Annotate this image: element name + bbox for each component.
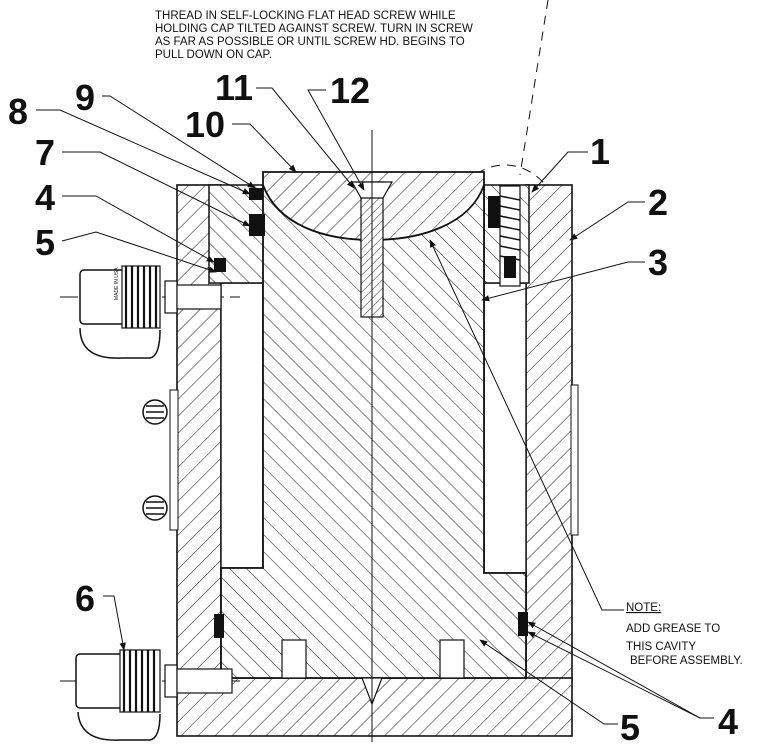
valve-assembly <box>499 185 521 287</box>
callout-5-bottom: 5 <box>620 707 640 742</box>
top-coupler: MADE IN USA <box>60 265 240 359</box>
note-line-1: ADD GREASE TO <box>626 623 720 635</box>
instruction-line-3: AS FAR AS POSSIBLE OR UNTIL SCREW HD. BE… <box>155 36 465 48</box>
callout-6: 6 <box>75 578 95 619</box>
instruction-line-4: PULL DOWN ON CAP. <box>155 49 272 61</box>
callout-5-left: 5 <box>35 222 55 263</box>
handle-bolts <box>142 399 168 521</box>
callout-4-right: 4 <box>718 701 738 742</box>
callout-8: 8 <box>8 91 28 132</box>
instruction-line-1: THREAD IN SELF-LOCKING FLAT HEAD SCREW W… <box>155 10 456 22</box>
cylinder-body <box>169 184 579 737</box>
note-heading: NOTE: <box>626 602 661 614</box>
coupler-text: MADE IN USA <box>114 267 120 300</box>
note-line-2: THIS CAVITY <box>626 641 696 653</box>
callout-10: 10 <box>185 104 225 145</box>
instruction-line-2: HOLDING CAP TILTED AGAINST SCREW. TURN I… <box>155 23 473 35</box>
callout-7: 7 <box>35 132 55 173</box>
assembly-instruction-note: THREAD IN SELF-LOCKING FLAT HEAD SCREW W… <box>155 10 473 61</box>
callout-1: 1 <box>590 131 610 172</box>
callout-3: 3 <box>648 242 668 283</box>
callouts: 1 2 3 4 5 6 7 8 9 10 11 12 4 5 <box>8 67 738 747</box>
plunger <box>220 171 527 706</box>
callout-12: 12 <box>330 70 370 111</box>
callout-4-left: 4 <box>35 177 55 218</box>
bottom-coupler <box>60 649 240 741</box>
grease-note: NOTE: ADD GREASE TO THIS CAVITY BEFORE A… <box>429 239 743 667</box>
note-line-3: BEFORE ASSEMBLY. <box>630 655 743 667</box>
callout-2: 2 <box>648 182 668 223</box>
callout-9: 9 <box>75 77 95 118</box>
seals <box>214 188 528 638</box>
callout-11: 11 <box>215 67 253 108</box>
instruction-dashed-leader <box>519 0 549 176</box>
